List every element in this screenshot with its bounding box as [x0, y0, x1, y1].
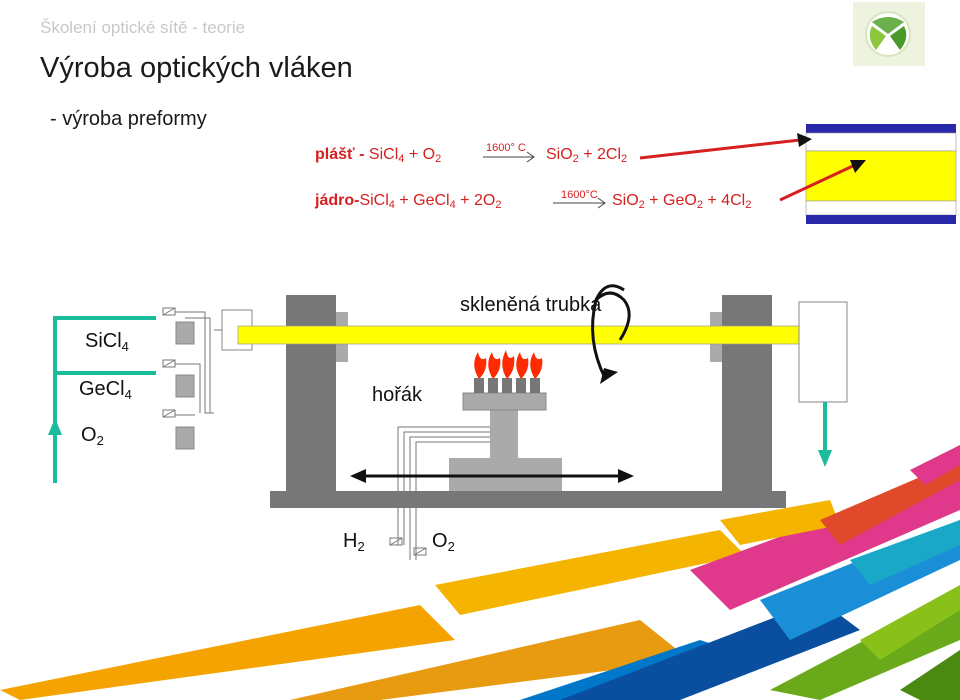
- eq-sub: 4: [388, 199, 395, 211]
- bullet-text: - výroba preformy: [50, 108, 207, 130]
- lathe-base: [270, 491, 786, 508]
- logo-icon: [853, 2, 925, 66]
- input-gecl4: GeCl4: [79, 378, 132, 402]
- gas-lines: [389, 426, 490, 560]
- core-label: jádro-: [315, 192, 360, 209]
- eq-sub: 2: [696, 199, 703, 211]
- eq-sub: 2: [745, 199, 752, 211]
- exhaust: [798, 301, 848, 467]
- left-pillar: [286, 295, 336, 491]
- cladding-label: plášť -: [315, 146, 365, 163]
- input-sub: 2: [96, 433, 104, 448]
- burner: [449, 378, 562, 491]
- glass-tube: [237, 325, 819, 345]
- input-sub: 4: [124, 387, 132, 402]
- eq-term: + 4Cl: [702, 192, 746, 209]
- eq-term: + 2Cl: [578, 146, 622, 163]
- input-sicl4: SiCl4: [85, 330, 129, 354]
- gas-o2: O2: [432, 530, 455, 554]
- gas-h2: H2: [343, 530, 365, 554]
- eq-term: + GeO: [644, 192, 697, 209]
- cladding-equation: plášť - SiCl4 + O2: [315, 146, 441, 165]
- gas-sub: 2: [447, 539, 455, 554]
- input-name: O: [81, 424, 97, 446]
- slide-title: Výroba optických vláken: [40, 52, 353, 84]
- burner-label: hořák: [372, 384, 423, 406]
- gas-name: H: [343, 530, 358, 552]
- eq-sub: 2: [435, 153, 442, 165]
- decorative-stripes: [0, 445, 960, 700]
- eq-term: + 2O: [455, 192, 496, 209]
- eq-term: + GeCl: [394, 192, 450, 209]
- eq-term: SiO: [612, 192, 639, 209]
- right-pillar: [722, 295, 772, 491]
- pointer-arrows: [639, 133, 866, 202]
- preform-section: [805, 124, 957, 224]
- eq-term: SiCl: [368, 146, 399, 163]
- flame-icon: [474, 350, 543, 379]
- rotation-arrow-icon: [591, 284, 631, 384]
- core-temperature: 1600°C: [561, 189, 598, 201]
- gas-sub: 2: [357, 539, 365, 554]
- cladding-temperature: 1600° C: [486, 142, 526, 154]
- input-name: GeCl: [79, 378, 125, 400]
- cladding-products: SiO2 + 2Cl2: [546, 146, 627, 165]
- eq-sub: 2: [495, 199, 502, 211]
- reaction-arrows: [483, 151, 606, 209]
- tube-label: skleněná trubka: [460, 294, 602, 316]
- input-o2: O2: [81, 424, 104, 448]
- input-manifold: [48, 316, 156, 483]
- eq-term: SiO: [546, 146, 573, 163]
- header-subtitle: Školení optické sítě - teorie: [40, 18, 246, 37]
- traverse-arrow: [350, 469, 634, 483]
- input-sub: 4: [121, 339, 129, 354]
- core-equation: jádro-SiCl4 + GeCl4 + 2O2: [315, 192, 501, 211]
- input-name: SiCl: [85, 330, 122, 352]
- eq-sub: 2: [621, 153, 628, 165]
- core-products: SiO2 + GeO2 + 4Cl2: [612, 192, 751, 211]
- eq-term: + O: [404, 146, 436, 163]
- eq-sub: 4: [398, 153, 405, 165]
- eq-sub: 2: [572, 153, 579, 165]
- gas-name: O: [432, 530, 448, 552]
- eq-term: SiCl: [359, 192, 389, 209]
- eq-sub: 2: [638, 199, 645, 211]
- eq-sub: 4: [449, 199, 456, 211]
